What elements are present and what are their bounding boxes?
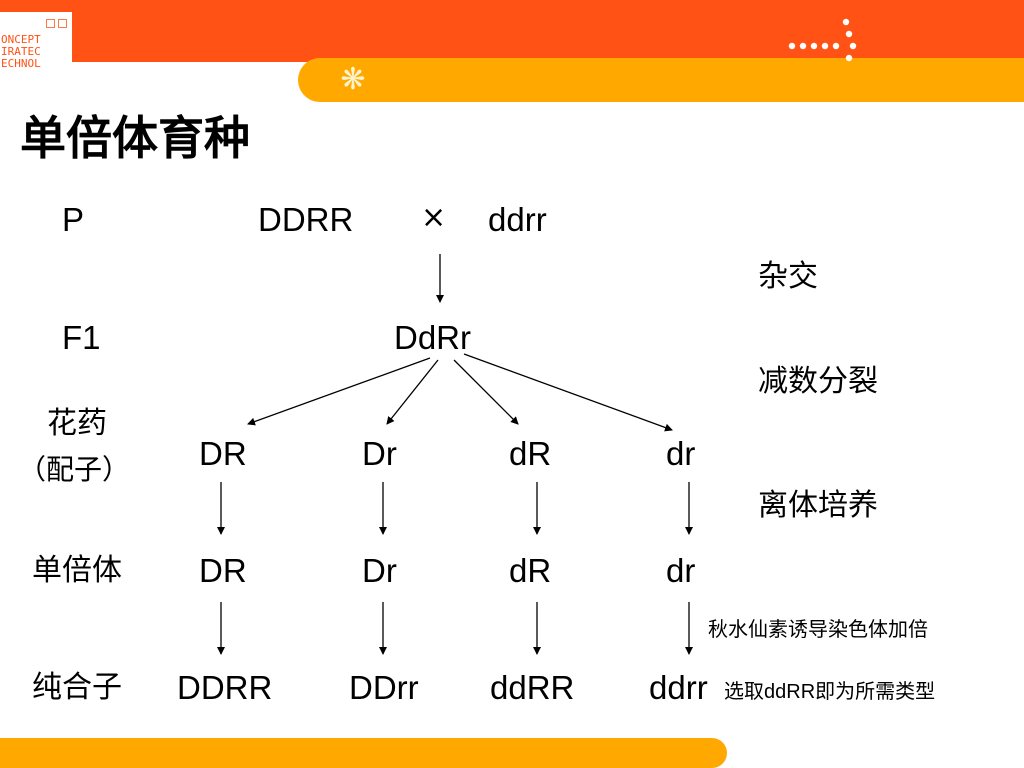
- haploid-dr-lower: dr: [666, 552, 696, 589]
- step-meiosis: 减数分裂: [758, 364, 878, 399]
- homozygote-ddrr-upper: DDRR: [177, 669, 273, 706]
- step-anther-culture: 离体培养: [758, 488, 878, 523]
- header-accent-band: [298, 58, 1024, 102]
- selection-note-suffix: 即为所需类型: [815, 679, 936, 703]
- header-band: [0, 0, 1024, 62]
- logo-squares-icon: [46, 15, 70, 28]
- arrow-f1-to-gamete-4: [463, 353, 673, 432]
- arrow-f1-to-gamete-3: [453, 359, 519, 425]
- selection-note-gene: ddRR: [764, 681, 816, 703]
- dots-arrow-icon: [788, 18, 857, 62]
- step-colchicine: 秋水仙素诱导染色体加倍: [708, 617, 928, 641]
- parent-male-genotype: ddrr: [488, 201, 547, 238]
- gamete-dr-upper: DR: [199, 435, 247, 472]
- homozygote-ddrr-lower: ddrr: [649, 669, 708, 706]
- selection-note: 选取ddRR即为所需类型: [724, 676, 935, 707]
- haploid-dr-upper: DR: [199, 552, 247, 589]
- homozygote-ddrr-lower-d: ddRR: [490, 669, 575, 706]
- gamete-dr-lower-d: dR: [509, 435, 552, 472]
- selection-note-prefix: 选取: [724, 679, 764, 703]
- homozygote-ddrr-mixed: DDrr: [349, 669, 419, 706]
- haploid-dr-mixed: Dr: [362, 552, 397, 589]
- step-hybridization: 杂交: [758, 259, 818, 294]
- arrow-f1-to-gamete-2: [386, 359, 439, 425]
- gamete-label-line2: （配子）: [18, 453, 131, 486]
- f1-genotype: DdRr: [394, 319, 472, 356]
- gamete-label-line1: 花药: [47, 406, 107, 441]
- asterisk-icon: ❋: [340, 63, 366, 96]
- parent-female-genotype: DDRR: [258, 201, 354, 238]
- row-label-p: P: [62, 201, 85, 238]
- haploid-label: 单倍体: [32, 553, 122, 588]
- footer-band: [0, 738, 727, 768]
- arrow-f1-to-gamete-1: [247, 357, 431, 426]
- row-label-f1: F1: [62, 319, 101, 356]
- gamete-dr-lower: dr: [666, 435, 696, 472]
- homozygote-label: 纯合子: [32, 670, 122, 705]
- logo: [0, 12, 72, 84]
- cross-symbol: ×: [421, 200, 447, 235]
- slide-title: 单倍体育种: [20, 111, 250, 165]
- haploid-dr-lower-d: dR: [509, 552, 552, 589]
- gamete-dr-mixed: Dr: [362, 435, 397, 472]
